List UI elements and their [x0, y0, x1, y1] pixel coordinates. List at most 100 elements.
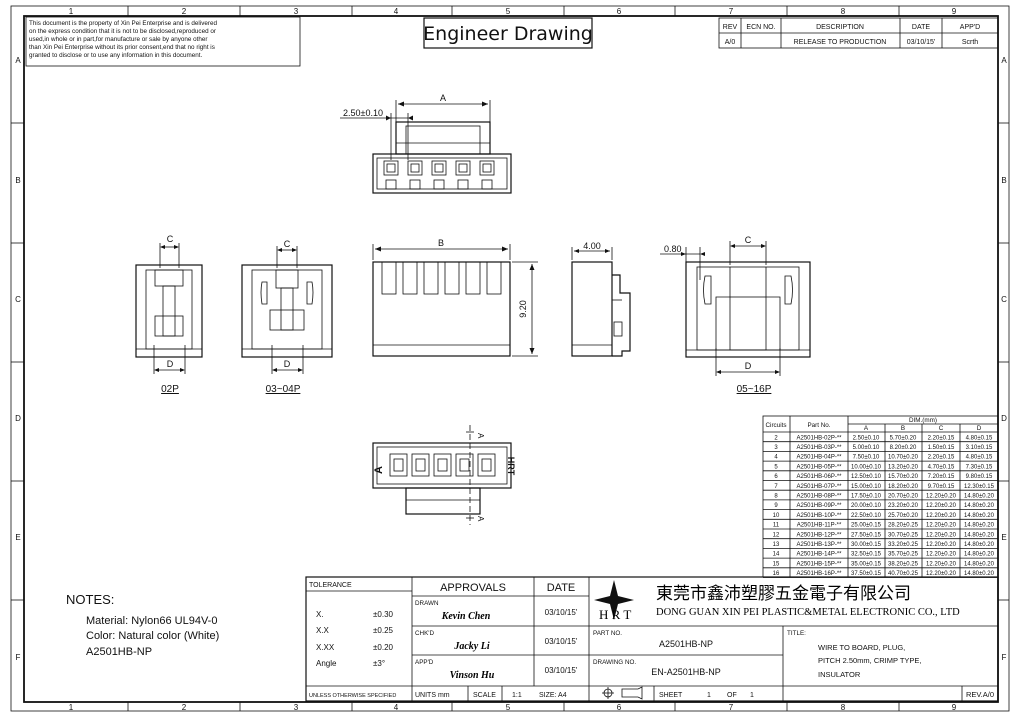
scale-value: 1:1	[512, 692, 522, 699]
dim-table-cell: A2501HB-14P-**	[796, 552, 842, 558]
label-0304p: 03~04P	[266, 384, 301, 395]
dim-table-cell: A2501HB-07P-**	[796, 484, 842, 490]
dim-height: 9.20	[518, 300, 528, 318]
dim-table-cell: A2501HB-02P-**	[796, 435, 842, 441]
projection-symbol-icon	[602, 686, 643, 700]
dim-table-cell: A2501HB-04P-**	[796, 455, 842, 461]
approvals-header: APPROVALS	[440, 582, 506, 594]
mark-a: A	[373, 466, 385, 474]
tol-value: ±0.20	[373, 643, 394, 652]
front-view-05-16p: 0.80 C D 05~16P	[660, 235, 811, 395]
zone-column-label: 2	[182, 7, 187, 16]
dim-table-cell: 2.50±0.10	[853, 435, 880, 441]
tol-label: X.	[316, 610, 324, 619]
zone-row-label: D	[1001, 414, 1007, 423]
tol-value: ±0.30	[373, 610, 394, 619]
zone-row-label: A	[1001, 56, 1007, 65]
title-line: PITCH 2.50mm, CRIMP TYPE,	[818, 656, 922, 665]
drawing-no: EN-A2501HB-NP	[651, 667, 721, 677]
tol-value: ±0.25	[373, 626, 394, 635]
dim-table-cell: A2501HB-10P-**	[796, 513, 842, 519]
dim-d-0516p: D	[745, 361, 752, 371]
dim-table-cell: 4.80±0.15	[966, 435, 993, 441]
dim-table-cell: 35.00±0.15	[851, 561, 882, 567]
zone-column-label: 1	[69, 7, 74, 16]
dim-table-cell: 14.80±0.20	[964, 532, 995, 538]
units: UNITS mm	[415, 692, 450, 699]
dim-table-cell: 17.50±0.10	[851, 494, 882, 500]
notice-line: than Xin Pei Enterprise without its prio…	[29, 44, 215, 51]
col-part-no: Part No.	[807, 422, 830, 429]
signature-approved: Vinson Hu	[450, 670, 495, 681]
dim-table-cell: 30.00±0.15	[851, 542, 882, 548]
dim-table-cell: 4.80±0.15	[966, 455, 993, 461]
appd-header: APP'D	[960, 24, 980, 31]
dim-a-top: A	[440, 93, 446, 103]
tolerance-header: TOLERANCE	[309, 582, 352, 589]
zone-column-label: 2	[182, 703, 187, 712]
dim-table-cell: 35.70±0.25	[888, 552, 919, 558]
date-column-header: DATE	[547, 582, 576, 594]
dim-table-cell: 22.50±0.10	[851, 513, 882, 519]
zone-column-label: 8	[841, 703, 846, 712]
dim-table-cell: 6	[774, 474, 778, 480]
zone-column-label: 8	[841, 7, 846, 16]
dim-table-cell: 32.50±0.15	[851, 552, 882, 558]
signature-drawn: Kevin Chen	[441, 611, 491, 622]
dim-table-cell: 37.50±0.15	[851, 571, 882, 577]
dim-table-cell: 14.80±0.20	[964, 503, 995, 509]
dim-table-cell: 2.20±0.15	[928, 435, 955, 441]
side-view: 4.00	[571, 241, 631, 357]
label-0516p: 05~16P	[737, 384, 772, 395]
dim-c-0516p: C	[745, 235, 752, 245]
description-value: RELEASE TO PRODUCTION	[794, 39, 887, 46]
dim-table-cell: 25.00±0.15	[851, 523, 882, 529]
zone-row-label: A	[15, 56, 21, 65]
dim-table-cell: A2501HB-13P-**	[796, 542, 842, 548]
dim-table-cell: 12.20±0.20	[926, 523, 957, 529]
date-header: DATE	[912, 24, 930, 31]
drawing-title: Engineer Drawing	[423, 23, 593, 45]
dim-table-cell: 27.50±0.15	[851, 532, 882, 538]
role-drawn: DRAWN	[415, 600, 439, 607]
inner-frame	[23, 15, 999, 703]
col-circuits: Circuits	[766, 422, 787, 429]
zone-column-label: 9	[952, 7, 957, 16]
dim-d-02p: D	[167, 359, 174, 369]
zone-row-label: C	[1001, 295, 1007, 304]
dim-table-cell: 8.20±0.20	[890, 445, 917, 451]
outer-frame	[10, 5, 1010, 712]
dim-table-cell: 12.20±0.20	[926, 503, 957, 509]
dim-table-cell: 12.20±0.20	[926, 561, 957, 567]
dim-table-cell: 12.50±0.10	[851, 474, 882, 480]
part-no-label: PART NO.	[593, 630, 622, 637]
dim-group-header: DIM.(mm)	[909, 417, 937, 424]
zone-column-label: 7	[729, 703, 734, 712]
part-no: A2501HB-NP	[659, 639, 713, 649]
dim-c-0304p: C	[284, 239, 291, 249]
dim-table-cell: 9.80±0.15	[966, 474, 993, 480]
dim-table-cell: 12.20±0.20	[926, 494, 957, 500]
zone-column-label: 5	[506, 703, 511, 712]
zone-row-label: E	[15, 533, 20, 542]
tol-label: X.XX	[316, 643, 335, 652]
dim-table-cell: 9.70±0.15	[928, 484, 955, 490]
dim-table-cell: 14.80±0.20	[964, 561, 995, 567]
dim-table-cell: 12.20±0.20	[926, 532, 957, 538]
dim-table-cell: 40.70±0.25	[888, 571, 919, 577]
sheet-size: SIZE: A4	[539, 692, 567, 699]
scale-label: SCALE	[473, 692, 496, 699]
rev-header: REV	[723, 24, 738, 31]
dim-table-cell: 14	[773, 552, 780, 558]
dim-rib: 0.80	[664, 244, 682, 254]
role-approved: APP'D	[415, 659, 434, 666]
title-block: TOLERANCE X. ±0.30 X.X ±0.25 X.XX ±0.20 …	[305, 576, 999, 702]
zone-column-label: 3	[294, 703, 299, 712]
sheet-value: 1	[707, 692, 711, 699]
dim-table-cell: 1.50±0.15	[928, 445, 955, 451]
tol-label: X.X	[316, 626, 330, 635]
tol-value: ±3°	[373, 659, 385, 668]
dim-table-cell: 4.70±0.15	[928, 464, 955, 470]
drawing-no-label: DRAWING NO.	[593, 659, 636, 666]
dim-table-cell: 5	[774, 464, 778, 470]
